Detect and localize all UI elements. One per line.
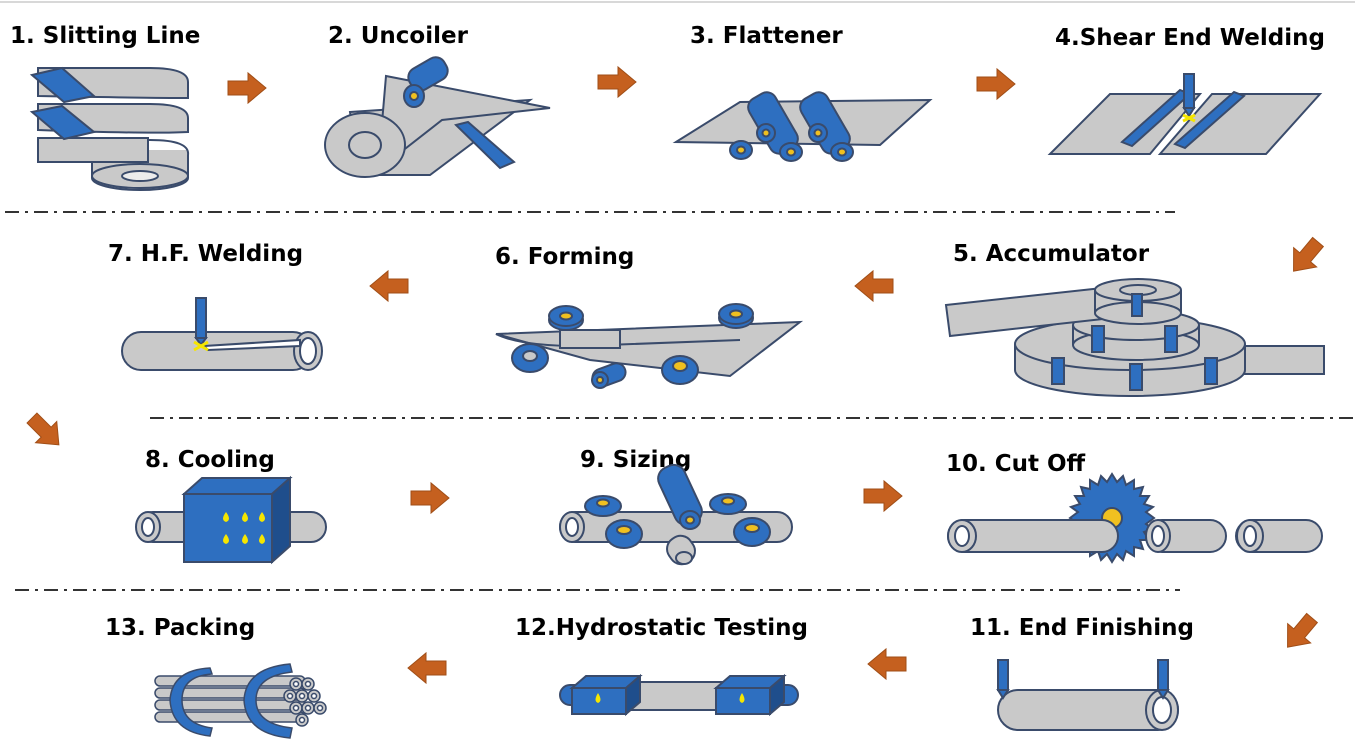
- step-12-label: 12.Hydrostatic Testing: [515, 615, 808, 641]
- flattener-icon: [672, 91, 933, 162]
- step-8-label: 8. Cooling: [145, 447, 275, 473]
- step-1-label: 1. Slitting Line: [10, 23, 201, 49]
- uncoiler-icon: [324, 56, 551, 178]
- arrow-right-icon: [227, 72, 267, 104]
- step-5-label: 5. Accumulator: [953, 241, 1150, 267]
- step-6-label: 6. Forming: [495, 244, 635, 270]
- step-11-label: 11. End Finishing: [970, 615, 1194, 641]
- hf-welding-icon: [121, 297, 323, 371]
- step-13-label: 13. Packing: [105, 615, 256, 641]
- step-10-label: 10. Cut Off: [946, 451, 1086, 477]
- arrow-right-icon: [597, 66, 637, 98]
- arrow-right-icon: [976, 68, 1016, 100]
- cooling-icon: [135, 475, 327, 565]
- step-4-label: 4.Shear End Welding: [1055, 25, 1325, 51]
- arrow-left-icon: [407, 652, 447, 684]
- arrow-down-right-icon: [20, 406, 70, 456]
- forming-icon: [495, 303, 804, 389]
- hydrostatic-testing-icon: [559, 673, 799, 717]
- slitting-line-icon: [29, 66, 190, 191]
- shear-end-welding-icon: [1047, 73, 1323, 155]
- arrow-left-icon: [867, 648, 907, 680]
- arrow-down-left-icon: [1281, 231, 1330, 282]
- accumulator-icon: [944, 278, 1325, 397]
- step-2-label: 2. Uncoiler: [328, 23, 468, 49]
- sizing-icon: [559, 463, 793, 566]
- step-7-label: 7. H.F. Welding: [108, 241, 304, 267]
- end-finishing-icon: [996, 659, 1179, 731]
- cut-off-icon: [947, 472, 1323, 564]
- arrow-left-icon: [369, 270, 409, 302]
- arrow-left-icon: [854, 270, 894, 302]
- separator-lines: [5, 211, 1355, 591]
- packing-icon: [154, 663, 327, 739]
- arrow-right-icon: [410, 482, 450, 514]
- arrow-right-icon: [863, 480, 903, 512]
- step-3-label: 3. Flattener: [690, 23, 843, 49]
- arrow-down-left-icon: [1275, 607, 1324, 658]
